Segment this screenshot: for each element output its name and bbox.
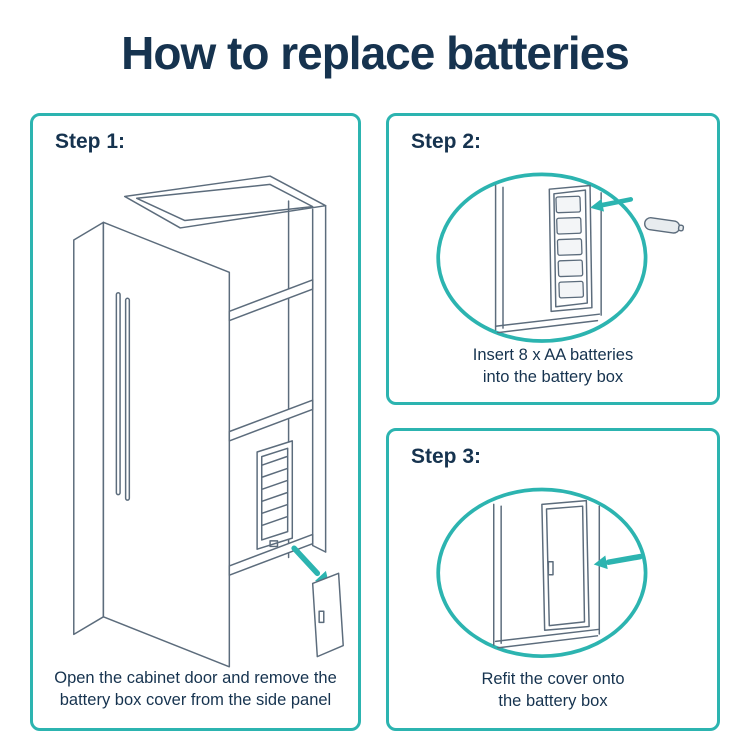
step2-caption: Insert 8 x AA batteries into the battery… bbox=[389, 345, 717, 389]
caption-line: the battery box bbox=[498, 692, 608, 711]
aa-battery-icon bbox=[643, 217, 685, 234]
cabinet-top-frame bbox=[123, 175, 326, 229]
battery-box bbox=[255, 440, 293, 550]
caption-line: Open the cabinet door and remove the bbox=[54, 669, 337, 688]
cover-refit-illustration bbox=[436, 487, 648, 659]
step3-panel: Step 3: bbox=[386, 428, 720, 731]
cabinet-illustration bbox=[72, 175, 344, 668]
caption-line: Insert 8 x AA batteries bbox=[472, 346, 634, 365]
magnifier-ellipse bbox=[436, 172, 648, 343]
battery-cover bbox=[311, 572, 344, 658]
battery-box-open bbox=[548, 184, 593, 313]
battery-insert-illustration bbox=[436, 172, 685, 343]
magnifier-ellipse bbox=[436, 487, 648, 659]
page-title: How to replace batteries bbox=[121, 27, 630, 79]
cabinet-right-frame bbox=[311, 204, 326, 553]
caption-line: into the battery box bbox=[482, 368, 624, 387]
caption-line: Refit the cover onto bbox=[481, 670, 625, 689]
cabinet-open-door bbox=[72, 221, 230, 668]
aa-batteries-stack bbox=[555, 195, 585, 299]
battery-cover-zoom bbox=[493, 499, 601, 649]
teal-arrow-left-icon bbox=[590, 197, 634, 212]
step2-label: Step 2: bbox=[411, 130, 482, 153]
cabinet-shelves bbox=[228, 279, 313, 576]
step1-caption: Open the cabinet door and remove the bat… bbox=[33, 668, 358, 712]
battery-box-zoom bbox=[494, 184, 602, 334]
caption-line: battery box cover from the side panel bbox=[59, 691, 332, 710]
step2-panel: Step 2: bbox=[386, 113, 720, 405]
teal-arrow-left-icon bbox=[593, 553, 643, 570]
step3-caption: Refit the cover onto the battery box bbox=[389, 669, 717, 713]
battery-cover-fitted bbox=[541, 499, 590, 631]
step3-label: Step 3: bbox=[411, 445, 482, 468]
step1-panel: Step 1: bbox=[30, 113, 361, 731]
step1-label: Step 1: bbox=[55, 130, 126, 153]
